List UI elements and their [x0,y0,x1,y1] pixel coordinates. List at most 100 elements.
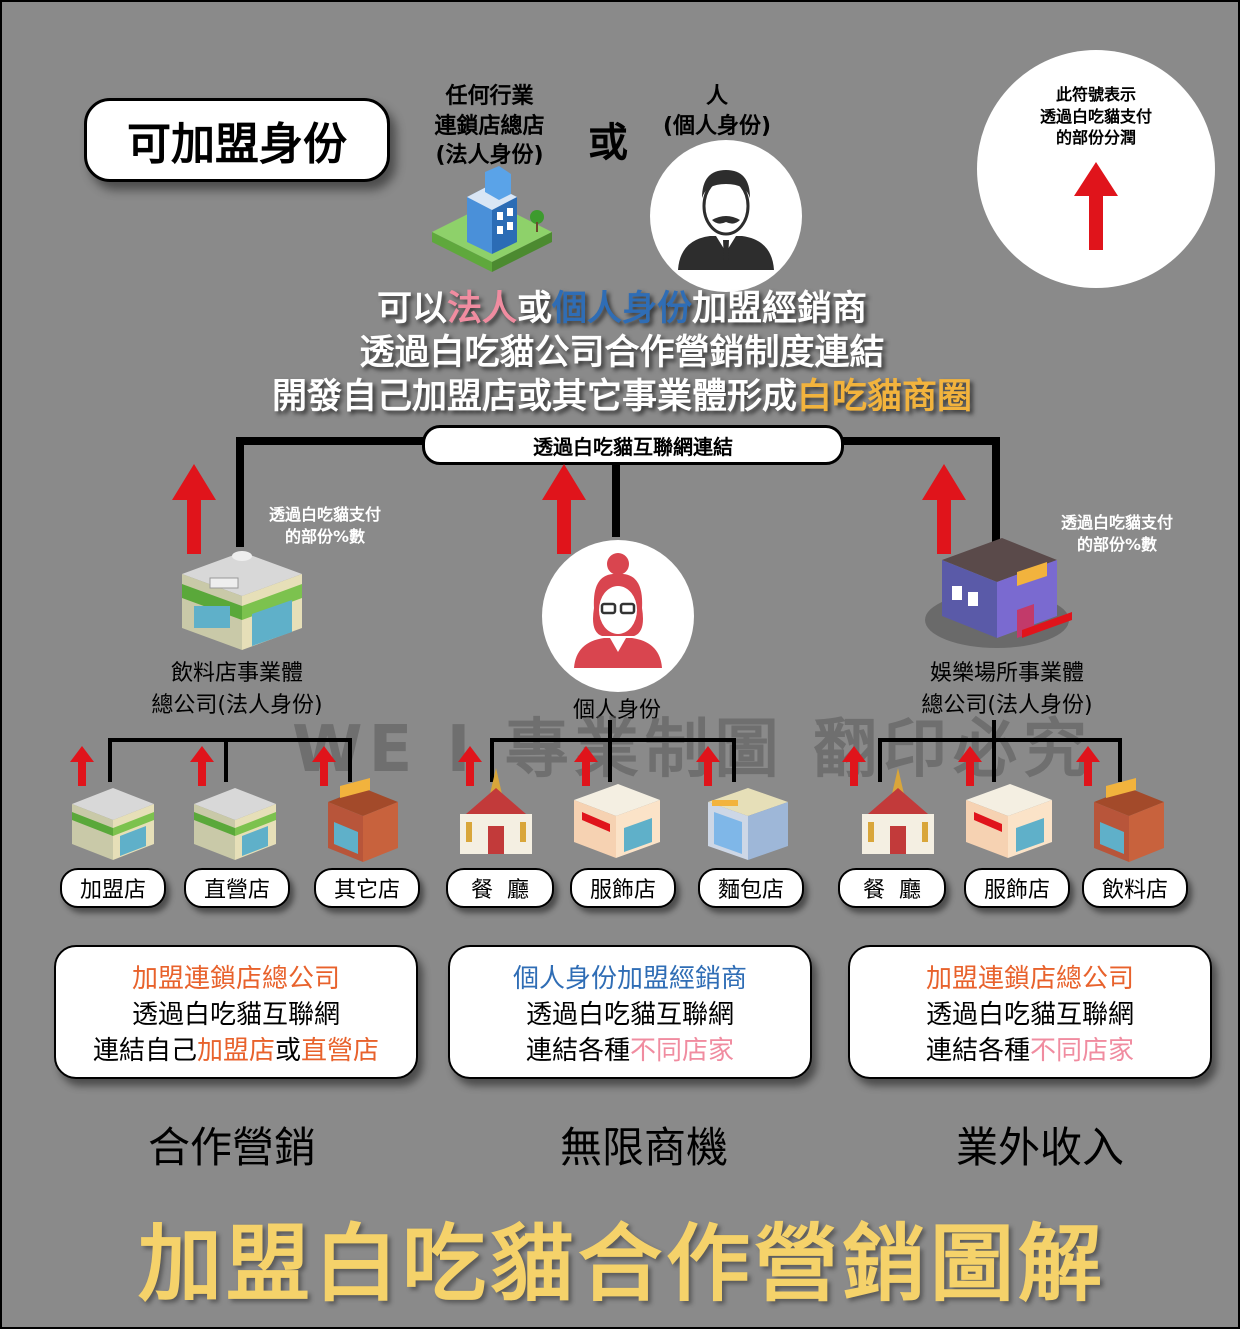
option-b-line1: 人 [705,84,728,109]
or-word: 或 [588,120,628,166]
info-box-left: 加盟連鎖店總公司 透過白吃貓互聯網 連結自己加盟店或直營店 [54,945,418,1079]
info-box-right: 加盟連鎖店總公司 透過白吃貓互聯網 連結各種不同店家 [848,945,1212,1079]
main-line-1-highlight-legal: 法人 [446,289,517,329]
left-caption-line2: 總公司(法人身份) [151,693,323,718]
box-left-line3-hl1: 加盟店 [196,1036,275,1066]
right-note-line2: 的部份%數 [1076,535,1158,555]
middle-subtree-v2 [608,720,612,782]
shop-building-icon [182,551,302,650]
club-building-icon [925,538,1072,648]
box-right-line3: 連結各種不同店家 [850,1033,1210,1069]
shop-label-restaurant-2: 餐 廳 [838,868,946,908]
tagline-unlimited-opportunity: 無限商機 [559,1123,728,1172]
small-arrow-icon-1 [70,746,94,786]
restaurant-temple-icon [460,768,532,854]
clothing-shop-icon [574,784,660,858]
box-left-line2: 透過白吃貓互聯網 [131,1000,340,1030]
box-middle-line1: 個人身份加盟經銷商 [512,964,747,994]
small-arrow-icon-7 [842,746,866,786]
main-line-1-post: 加盟經銷商 [692,289,868,329]
middle-subtree-v3 [732,738,736,782]
legend-text: 此符號表示 透過白吃貓支付 的部份分潤 [997,84,1195,149]
right-branch-note: 透過白吃貓支付 的部份%數 [1042,512,1192,557]
box-right-line1: 加盟連鎖店總公司 [925,964,1134,994]
left-subtree-v3 [348,738,352,782]
other-shop-icon [328,778,398,862]
title-pill: 可加盟身份 [84,98,390,182]
option-b-label: 人 (個人身份) [642,82,792,141]
restaurant-temple-icon-2 [862,768,934,854]
left-caption-line1: 飲料店事業體 [170,661,303,686]
main-line-1: 可以法人或個人身份加盟經銷商 [2,280,1238,331]
right-subtree-h [878,738,1122,742]
shop-label-clothing-2: 服飾店 [964,868,1070,908]
box-middle-line3-pre: 連結各種 [525,1036,630,1066]
legend-line2: 透過白吃貓支付 [1039,106,1152,126]
info-box-middle: 個人身份加盟經銷商 透過白吃貓互聯網 連結各種不同店家 [448,945,812,1079]
franchise-shop-icon [72,788,154,860]
option-a-line2: 連鎖店總店 [434,113,545,139]
small-arrow-icon-5 [574,746,598,786]
box-left-line3-hl2: 直營店 [301,1036,380,1066]
legend-arrow-icon [1074,162,1118,250]
legend-line3: 的部份分潤 [1055,128,1136,148]
main-line-3-highlight: 白吃貓商圈 [797,377,973,417]
left-note-line1: 透過白吃貓支付 [268,505,381,524]
clothing-shop-icon-2 [966,784,1052,858]
small-arrow-icon-4 [458,746,482,786]
option-a-line3: (法人身份) [435,143,544,169]
main-line-1-mid: 或 [516,289,552,329]
red-arrow-icon-right [922,464,966,554]
right-caption-line1: 娛樂場所事業體 [929,661,1084,686]
main-line-3: 開發自己加盟店或其它事業體形成白吃貓商圈 [2,368,1238,419]
middle-branch-caption: 個人身份 [572,698,661,723]
box-right-line3-pre: 連結各種 [925,1036,1030,1066]
shop-label-bakery: 麵包店 [698,868,804,908]
red-arrow-icon-left [172,464,216,554]
main-line-3-pre: 開發自己加盟店或其它事業體形成 [271,377,797,417]
tagline-cooperative-marketing: 合作營銷 [147,1123,316,1172]
right-subtree-v2 [992,720,996,782]
connector-label-pill: 透過白吃貓互聯網連結 [422,425,844,465]
connector-right-v [992,437,1000,547]
woman-avatar-icon [542,540,694,692]
box-left-line1: 加盟連鎖店總公司 [131,964,340,994]
box-left-line3-pre: 連結自己 [92,1036,197,1066]
option-a-label: 任何行業 連鎖店總店 (法人身份) [407,82,572,171]
man-avatar-icon [650,140,802,292]
connector-left-h [236,437,426,445]
right-subtree-v3 [1118,738,1122,782]
red-arrow-icon-middle [542,464,586,554]
shop-label-franchise: 加盟店 [60,868,166,908]
left-subtree-v2 [224,738,228,782]
small-arrow-icon-9 [1076,746,1100,786]
shop-label-direct: 直營店 [184,868,290,908]
small-arrow-icon-6 [696,746,720,786]
box-middle-line3: 連結各種不同店家 [450,1033,810,1069]
shop-label-other: 其它店 [314,868,420,908]
bakery-shop-icon [708,788,788,860]
small-arrow-icon-3 [312,746,336,786]
connector-middle-v [612,457,620,537]
box-middle-line2: 透過白吃貓互聯網 [525,1000,734,1030]
shop-label-drink: 飲料店 [1082,868,1188,908]
watermark: WE I 專業制圖 翻印必究 [292,713,1093,787]
middle-subtree-h [490,738,736,742]
left-branch-caption: 飲料店事業體 總公司(法人身份) [122,658,352,722]
box-left-line3-mid: 或 [275,1036,302,1066]
right-branch-caption: 娛樂場所事業體 總公司(法人身份) [887,658,1127,722]
main-line-1-highlight-personal: 個人身份 [552,289,693,329]
drink-shop-icon [1094,778,1164,862]
tagline-extra-income: 業外收入 [955,1123,1124,1172]
small-arrow-icon-2 [190,746,214,786]
shop-label-restaurant: 餐 廳 [446,868,554,908]
main-line-2: 透過白吃貓公司合作營銷制度連結 [359,333,885,373]
main-line-1-pre: 可以 [376,289,447,329]
main-title: 加盟白吃貓合作營銷圖解 [137,1215,1106,1313]
left-note-line2: 的部份%數 [284,527,366,547]
option-a-line1: 任何行業 [445,84,534,109]
direct-shop-icon [194,788,276,860]
option-b-line2: (個人身份) [662,113,772,139]
middle-subtree-v1 [490,738,494,782]
